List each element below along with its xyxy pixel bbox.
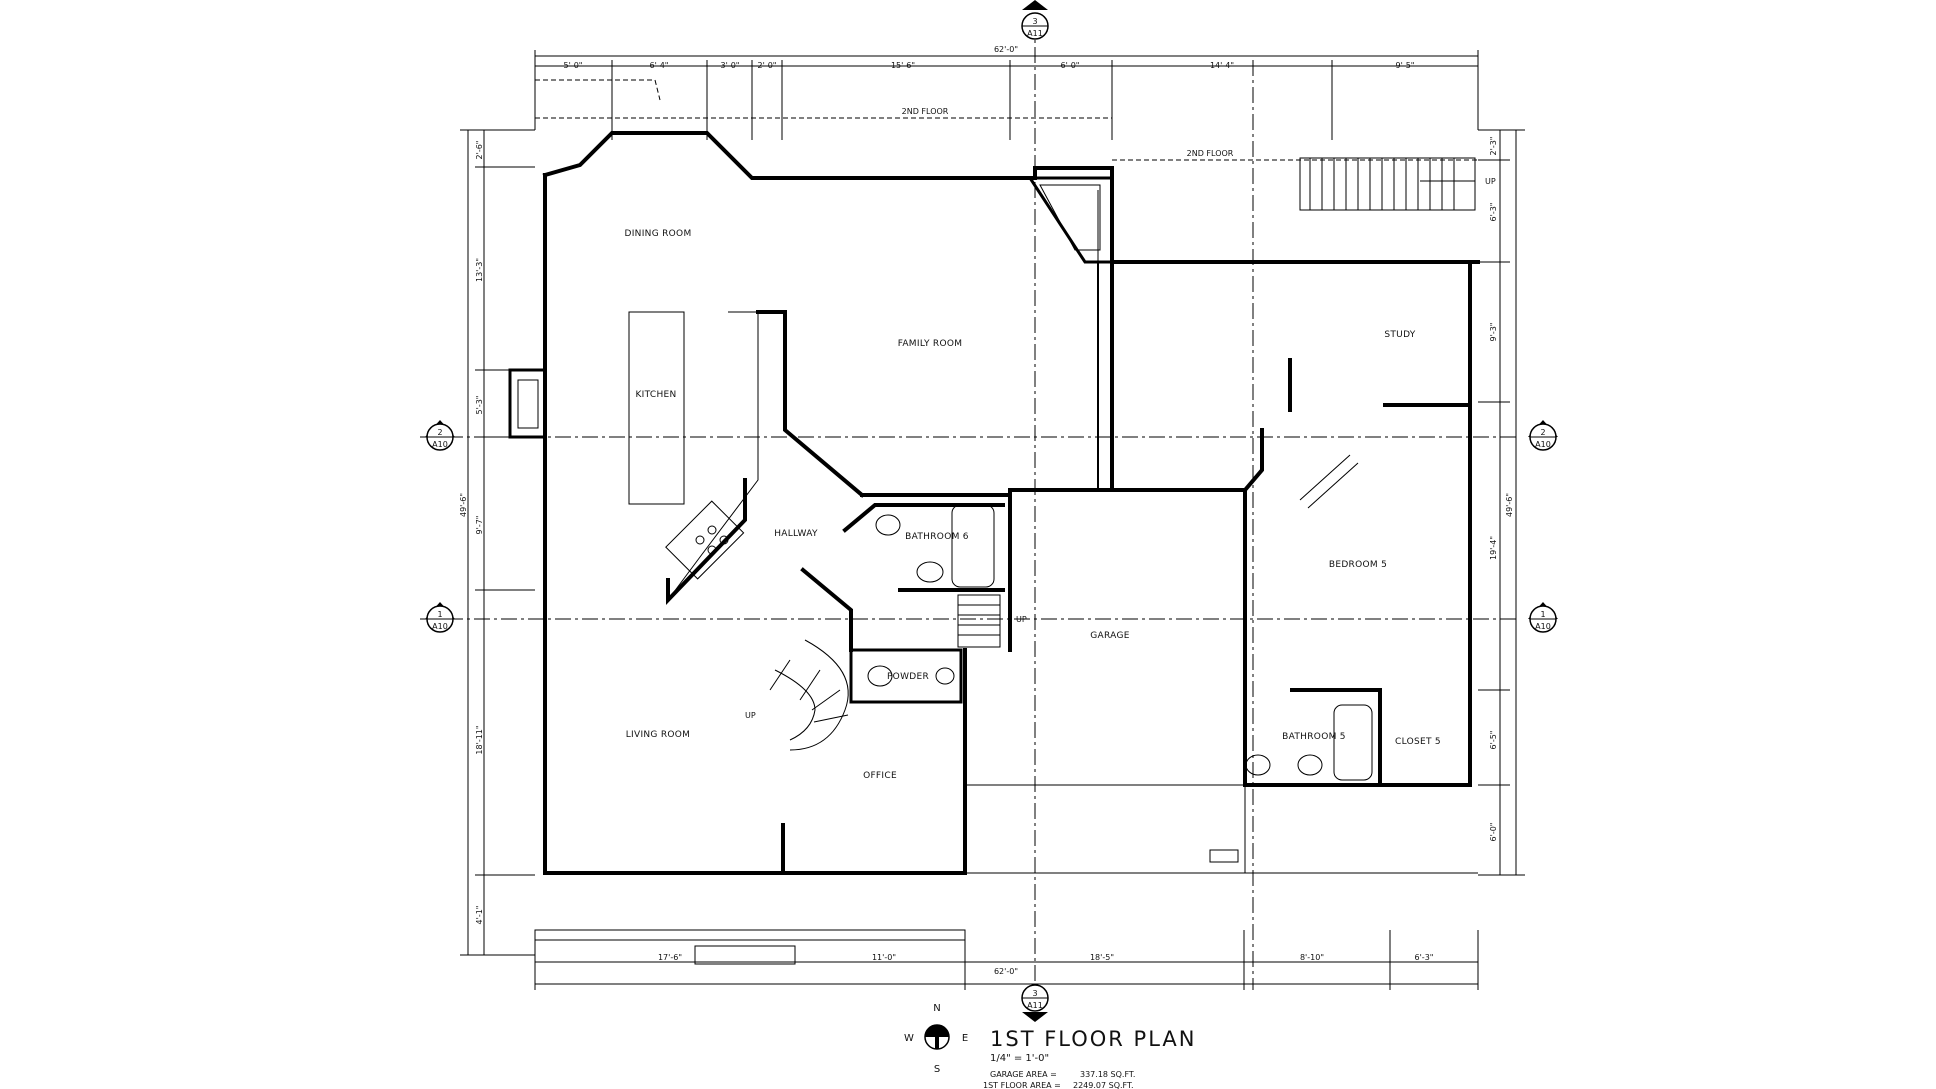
left-dim: 5'-3" — [475, 396, 484, 415]
section-marker-left-1: 1 A10 — [425, 602, 455, 633]
top-dim: 2'-0" — [758, 61, 777, 70]
bottom-dim: 8'-10" — [1300, 953, 1324, 962]
left-dim: 9'-7" — [475, 516, 484, 535]
section-marker-bottom: 3 A11 — [1021, 984, 1049, 1022]
room-dining: DINING ROOM — [624, 229, 691, 239]
compass-e: E — [962, 1033, 968, 1044]
second-floor-label: 2ND FLOOR — [902, 107, 949, 116]
right-dim: 19'-4" — [1489, 536, 1498, 560]
left-overall-dim: 49'-6" — [459, 493, 468, 517]
right-dim: 9'-3" — [1489, 323, 1498, 342]
compass-w: W — [904, 1033, 914, 1044]
room-office: OFFICE — [863, 771, 897, 781]
marker-sheet: A10 — [432, 440, 448, 449]
room-study: STUDY — [1384, 330, 1415, 340]
right-dim: 2'-3" — [1489, 137, 1498, 156]
interior-walls: UP UP — [508, 176, 1478, 965]
bottom-dim: 17'-6" — [658, 953, 682, 962]
up-label: UP — [1016, 615, 1027, 624]
top-dimensions: 62'-0" 5'-0" 6'-4" 3'-0" 2'-0" 15'-6" 6'… — [534, 45, 1479, 140]
top-overall-dim: 62'-0" — [994, 45, 1018, 54]
bottom-overall-dim: 62'-0" — [994, 967, 1018, 976]
marker-number: 2 — [437, 428, 442, 437]
top-dim: 3'-0" — [721, 61, 740, 70]
plan-title: 1ST FLOOR PLAN — [990, 1027, 1196, 1051]
room-powder: POWDER — [887, 672, 929, 682]
room-bathroom5: BATHROOM 5 — [1282, 732, 1346, 742]
marker-number: 3 — [1032, 17, 1037, 26]
top-dim: 9'-5" — [1396, 61, 1415, 70]
right-dim: 6'-0" — [1489, 823, 1498, 842]
room-closet5: CLOSET 5 — [1395, 737, 1441, 747]
marker-sheet: A10 — [432, 622, 448, 631]
bottom-dim: 6'-3" — [1415, 953, 1434, 962]
left-dimensions: 2'-6" 13'-3" 5'-3" 9'-7" 18'-11" 4'-1" 4… — [459, 129, 535, 956]
floor-area-label: 1ST FLOOR AREA = — [983, 1081, 1061, 1089]
marker-sheet: A11 — [1027, 29, 1043, 38]
exterior-stair: UP — [1299, 157, 1496, 211]
section-marker-left-2: 2 A10 — [425, 420, 455, 451]
room-bathroom6: BATHROOM 6 — [905, 532, 969, 542]
bottom-dim: 11'-0" — [872, 953, 896, 962]
marker-sheet: A10 — [1535, 622, 1551, 631]
marker-number: 1 — [1540, 610, 1545, 619]
section-marker-top: 3 A11 — [1021, 0, 1049, 40]
room-bedroom5: BEDROOM 5 — [1329, 560, 1387, 570]
bottom-dim: 18'-5" — [1090, 953, 1114, 962]
marker-number: 3 — [1032, 989, 1037, 998]
left-dim: 18'-11" — [475, 725, 484, 754]
right-dim: 6'-5" — [1489, 731, 1498, 750]
marker-number: 2 — [1540, 428, 1545, 437]
garage-area-value: 337.18 SQ.FT. — [1080, 1070, 1135, 1079]
left-dim: 4'-1" — [475, 906, 484, 925]
room-living: LIVING ROOM — [626, 730, 691, 740]
garage-area-label: GARAGE AREA = — [990, 1070, 1057, 1079]
top-dim: 6'-0" — [1061, 61, 1080, 70]
left-dim: 13'-3" — [475, 258, 484, 282]
plan-scale: 1/4" = 1'-0" — [990, 1053, 1049, 1064]
room-garage: GARAGE — [1090, 631, 1129, 641]
section-marker-right-1: 1 A10 — [1528, 602, 1558, 633]
top-dim: 14'-4" — [1210, 61, 1234, 70]
room-kitchen: KITCHEN — [635, 390, 676, 400]
up-label: UP — [1485, 177, 1496, 186]
room-labels: DINING ROOM KITCHEN FAMILY ROOM HALLWAY … — [624, 229, 1440, 781]
compass-s: S — [934, 1064, 940, 1075]
right-overall-dim: 49'-6" — [1505, 493, 1514, 517]
north-arrow-icon: N S E W — [904, 1003, 968, 1075]
compass-n: N — [933, 1003, 940, 1014]
room-family: FAMILY ROOM — [898, 339, 963, 349]
marker-sheet: A11 — [1027, 1001, 1043, 1010]
left-dim: 2'-6" — [475, 141, 484, 160]
bottom-dimensions: 17'-6" 11'-0" 18'-5" 8'-10" 6'-3" 62'-0" — [534, 930, 1479, 990]
title-block: 1ST FLOOR PLAN 1/4" = 1'-0" GARAGE AREA … — [983, 1027, 1196, 1089]
top-dim: 15'-6" — [891, 61, 915, 70]
marker-sheet: A10 — [1535, 440, 1551, 449]
room-hallway: HALLWAY — [774, 529, 818, 539]
floor-area-value: 2249.07 SQ.FT. — [1073, 1081, 1133, 1089]
marker-number: 1 — [437, 610, 442, 619]
up-label: UP — [745, 711, 756, 720]
right-dimensions: 2'-3" 6'-3" 9'-3" 19'-4" 6'-5" 6'-0" 49'… — [1478, 129, 1525, 876]
top-dim: 6'-4" — [650, 61, 669, 70]
right-dim: 6'-3" — [1489, 203, 1498, 222]
section-marker-right-2: 2 A10 — [1528, 420, 1558, 451]
second-floor-outline: 2ND FLOOR 2ND FLOOR — [535, 79, 1478, 161]
second-floor-label: 2ND FLOOR — [1187, 149, 1234, 158]
top-dim: 5'-0" — [564, 61, 583, 70]
